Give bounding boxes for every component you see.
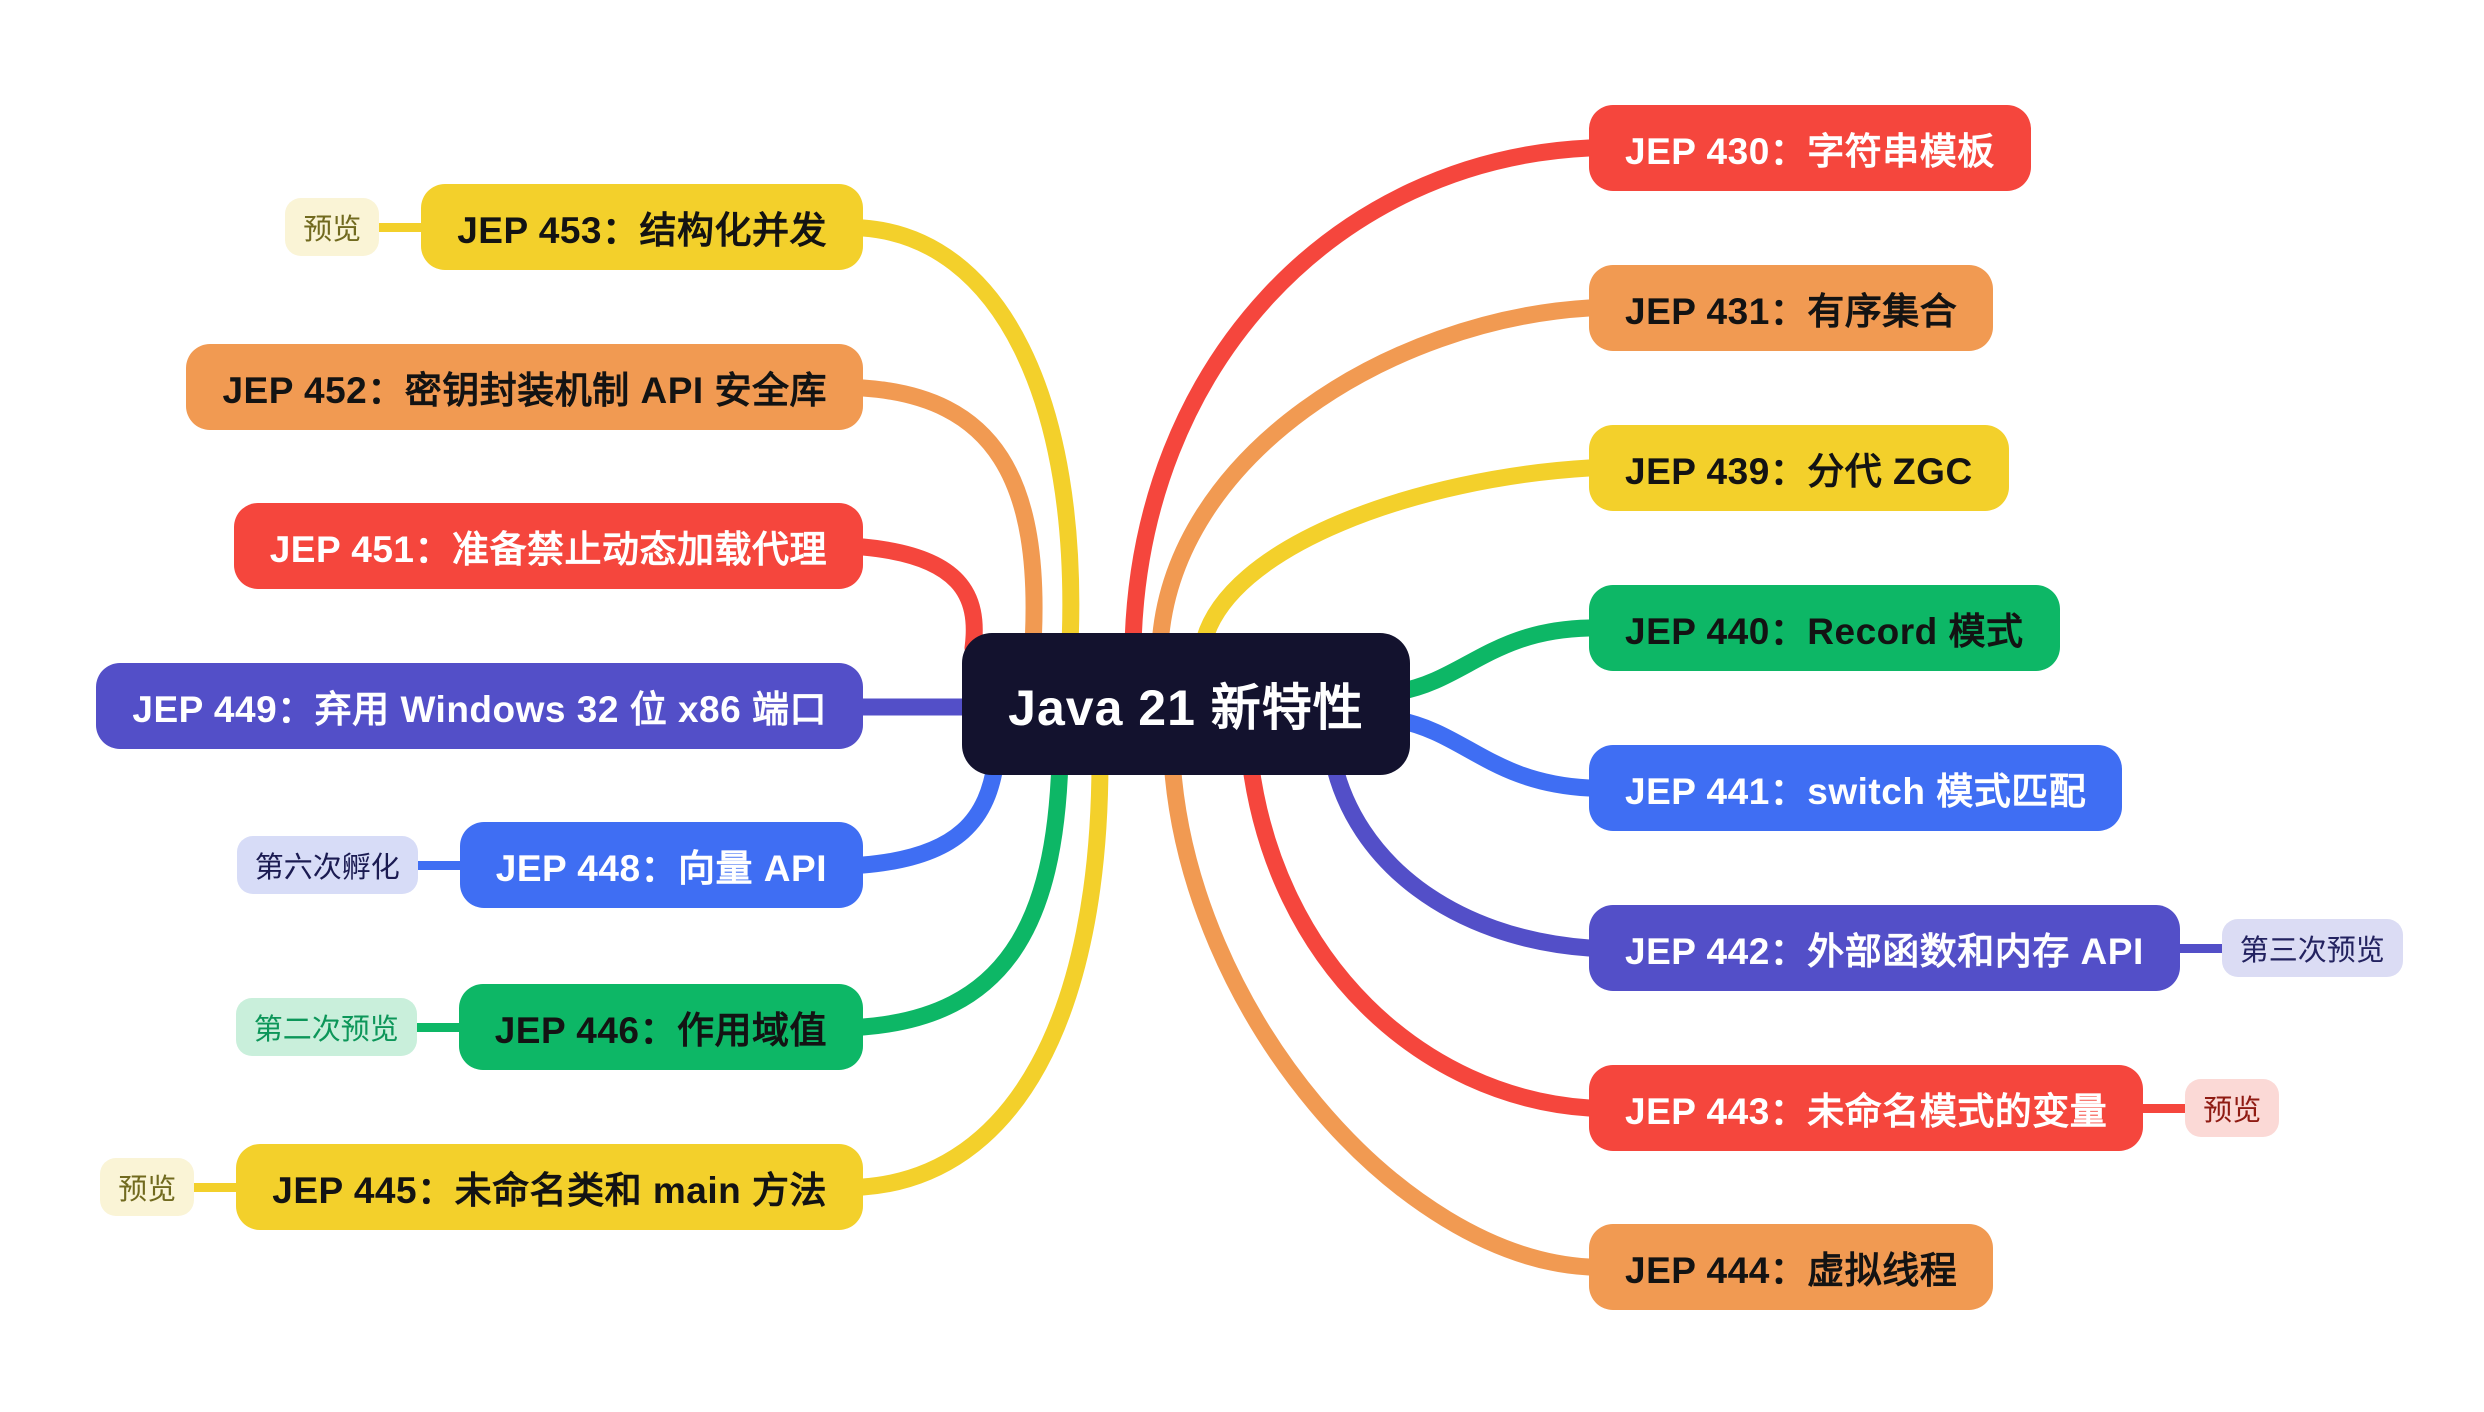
tag-connector-jep-453: [379, 222, 422, 232]
branch-jep-443: JEP 443：未命名模式的变量 预览: [1589, 1065, 2280, 1151]
node-jep-430[interactable]: JEP 430：字符串模板: [1589, 105, 2031, 191]
tag-connector-jep-445: [194, 1182, 237, 1192]
node-jep-452[interactable]: JEP 452：密钥封装机制 API 安全库: [186, 344, 863, 430]
connector-jep-445: [854, 751, 1109, 1196]
tag-connector-jep-442: [2179, 943, 2222, 953]
node-jep-446[interactable]: JEP 446：作用域值: [458, 984, 863, 1070]
branch-jep-452: JEP 452：密钥封装机制 API 安全库: [186, 344, 863, 430]
tag-jep-453[interactable]: 预览: [285, 198, 380, 256]
branch-jep-449: JEP 449：弃用 Windows 32 位 x86 端口: [96, 663, 863, 749]
node-jep-442[interactable]: JEP 442：外部函数和内存 API: [1589, 905, 2180, 991]
tag-connector-jep-448: [417, 860, 460, 870]
connector-jep-444: [1163, 751, 1598, 1276]
tag-connector-jep-443: [2143, 1103, 2186, 1113]
node-jep-453[interactable]: JEP 453：结构化并发: [421, 184, 863, 270]
node-jep-439[interactable]: JEP 439：分代 ZGC: [1589, 425, 2009, 511]
branch-jep-440: JEP 440：Record 模式: [1589, 585, 2060, 671]
branch-jep-439: JEP 439：分代 ZGC: [1589, 425, 2009, 511]
branch-jep-451: JEP 451：准备禁止动态加载代理: [233, 503, 863, 589]
tag-jep-445[interactable]: 预览: [100, 1158, 195, 1216]
connector-jep-451: [854, 538, 983, 657]
branch-jep-430: JEP 430：字符串模板: [1589, 105, 2031, 191]
tag-connector-jep-446: [416, 1022, 459, 1032]
tag-jep-446[interactable]: 第二次预览: [235, 998, 417, 1056]
branch-jep-445: 预览 JEP 445：未命名类和 main 方法: [100, 1144, 863, 1230]
connector-jep-439: [1194, 459, 1598, 654]
node-jep-443[interactable]: JEP 443：未命名模式的变量: [1589, 1065, 2144, 1151]
branch-jep-453: 预览 JEP 453：结构化并发: [285, 184, 863, 270]
node-jep-449[interactable]: JEP 449：弃用 Windows 32 位 x86 端口: [96, 663, 863, 749]
node-jep-448[interactable]: JEP 448：向量 API: [459, 822, 863, 908]
branch-jep-431: JEP 431：有序集合: [1589, 265, 1994, 351]
connector-jep-448: [854, 751, 1005, 874]
connector-jep-430: [1124, 139, 1598, 654]
tag-jep-443[interactable]: 预览: [2185, 1079, 2280, 1137]
connector-jep-453: [854, 219, 1080, 654]
node-jep-431[interactable]: JEP 431：有序集合: [1589, 265, 1994, 351]
tag-jep-448[interactable]: 第六次孵化: [236, 836, 418, 894]
connector-jep-440: [1389, 619, 1598, 701]
connector-jep-431: [1151, 299, 1598, 654]
branch-jep-444: JEP 444：虚拟线程: [1589, 1224, 1994, 1310]
center-node[interactable]: Java 21 新特性: [962, 633, 1410, 775]
connector-jep-452: [854, 379, 1043, 654]
node-jep-441[interactable]: JEP 441：switch 模式匹配: [1589, 745, 2123, 831]
node-jep-451[interactable]: JEP 451：准备禁止动态加载代理: [233, 503, 863, 589]
branch-jep-441: JEP 441：switch 模式匹配: [1589, 745, 2123, 831]
branch-jep-442: JEP 442：外部函数和内存 API 第三次预览: [1589, 905, 2403, 991]
connector-jep-443: [1241, 751, 1598, 1117]
node-jep-444[interactable]: JEP 444：虚拟线程: [1589, 1224, 1994, 1310]
tag-jep-442[interactable]: 第三次预览: [2221, 919, 2403, 977]
connector-jep-441: [1389, 711, 1598, 797]
branch-jep-448: 第六次孵化 JEP 448：向量 API: [236, 822, 863, 908]
connector-jep-446: [854, 751, 1069, 1036]
branch-jep-446: 第二次预览 JEP 446：作用域值: [235, 984, 863, 1070]
node-jep-440[interactable]: JEP 440：Record 模式: [1589, 585, 2060, 671]
connector-jep-442: [1324, 751, 1598, 957]
node-jep-445[interactable]: JEP 445：未命名类和 main 方法: [236, 1144, 863, 1230]
